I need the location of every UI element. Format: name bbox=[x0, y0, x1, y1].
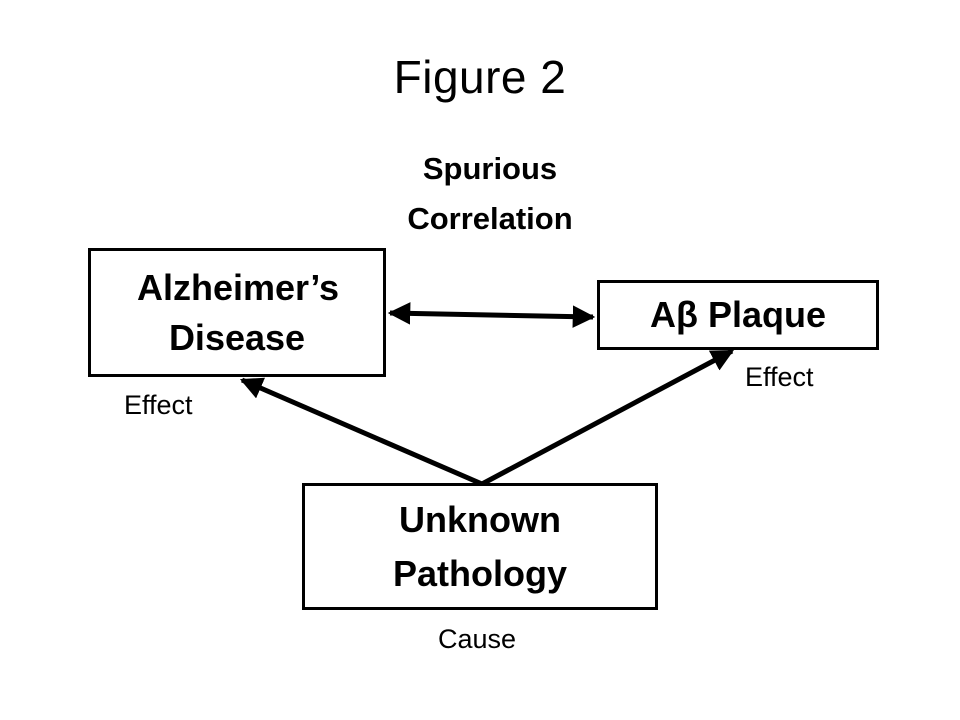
unknown-pathology-label: Unknown Pathology bbox=[392, 498, 567, 594]
alzheimers-disease-node: Alzheimer’s Disease bbox=[88, 248, 386, 377]
abeta-plaque-label: Aβ Plaque bbox=[649, 294, 826, 335]
cause-to-plaque-arrow bbox=[480, 348, 734, 487]
alzheimers-effect-label: Effect bbox=[124, 390, 193, 420]
unknown-pathology-node: Unknown Pathology bbox=[302, 483, 658, 610]
plaque-effect-label: Effect bbox=[745, 362, 814, 392]
pathology-cause-label: Cause bbox=[438, 624, 517, 654]
figure-title: Figure 2 bbox=[393, 51, 567, 103]
correlation-arrow bbox=[387, 302, 596, 328]
spurious-correlation-label: Spurious Correlation bbox=[407, 151, 573, 236]
cause-to-alzheimers-arrow bbox=[239, 377, 483, 487]
abeta-plaque-node: Aβ Plaque bbox=[597, 280, 879, 350]
alzheimers-disease-label: Alzheimer’s Disease bbox=[137, 266, 340, 358]
